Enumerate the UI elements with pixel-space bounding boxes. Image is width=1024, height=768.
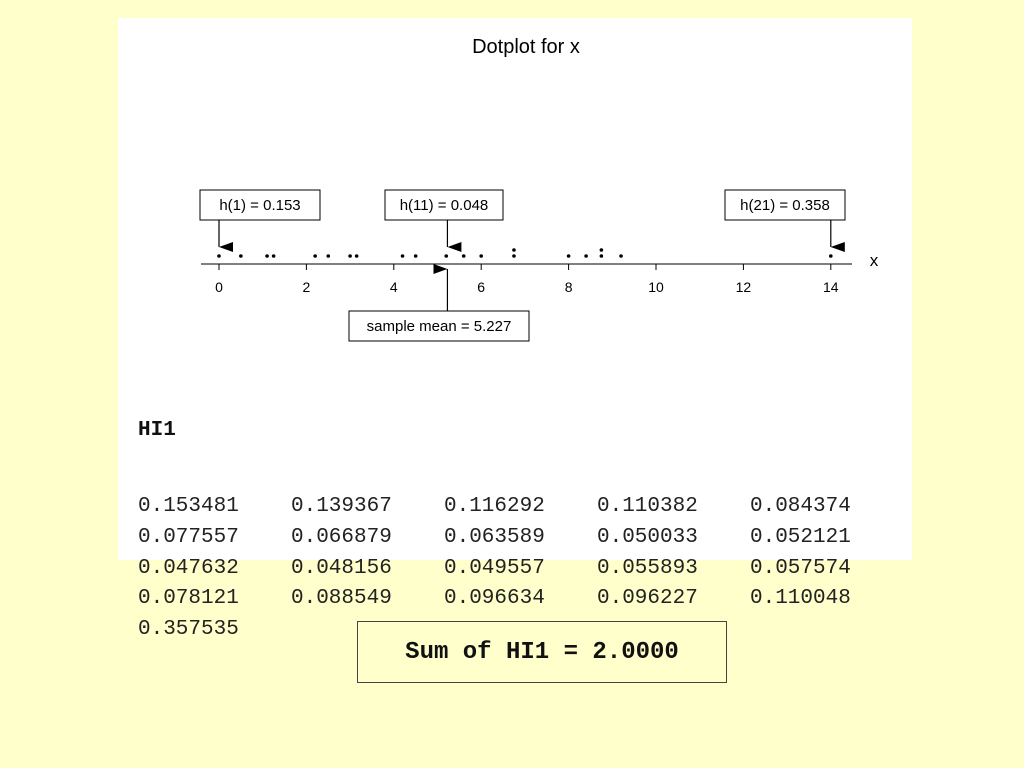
data-point bbox=[348, 254, 352, 258]
data-point bbox=[512, 254, 516, 258]
hi1-value: 0.084374 bbox=[750, 495, 851, 518]
hi1-value: 0.153481 bbox=[138, 495, 239, 518]
data-point bbox=[584, 254, 588, 258]
hi1-value: 0.088549 bbox=[291, 587, 392, 611]
hi1-row: 0.357535 bbox=[138, 615, 903, 646]
hi1-value: 0.116292 bbox=[444, 495, 545, 518]
hi1-value: 0.077557 bbox=[138, 525, 239, 549]
hi1-value: 0.052121 bbox=[750, 525, 851, 549]
hi1-value: 0.096634 bbox=[444, 587, 545, 611]
hi1-value: 0.110382 bbox=[597, 495, 698, 518]
data-point bbox=[271, 254, 276, 258]
annotation-box bbox=[348, 310, 530, 342]
data-point bbox=[265, 254, 269, 258]
hi1-values: 0.153481 0.139367 0.116292 0.110382 0.084374… bbox=[138, 492, 903, 646]
x-tick-label: 12 bbox=[736, 279, 752, 295]
data-point bbox=[444, 254, 449, 258]
data-point bbox=[619, 254, 623, 258]
hi1-value: 0.096227 bbox=[597, 587, 698, 611]
hi1-value: 0.055893 bbox=[597, 556, 698, 580]
hi1-title: HI1 bbox=[138, 419, 176, 442]
annotation-label: h(1) = 0.153 bbox=[219, 197, 300, 214]
hi1-value: 0.139367 bbox=[291, 495, 392, 518]
hi1-value: 0.047632 bbox=[138, 556, 239, 580]
hi1-value: 0.057574 bbox=[750, 556, 851, 580]
hi1-value: 0.049557 bbox=[444, 556, 545, 580]
data-point bbox=[829, 254, 833, 258]
annotation-box bbox=[384, 189, 504, 221]
hi1-value: 0.050033 bbox=[597, 525, 698, 549]
data-point bbox=[413, 254, 418, 258]
data-point bbox=[239, 254, 243, 258]
x-axis-label: x bbox=[870, 251, 879, 270]
data-point bbox=[217, 254, 221, 258]
x-tick-label: 6 bbox=[477, 279, 485, 295]
x-tick-label: 8 bbox=[565, 279, 573, 295]
annotation-label: h(21) = 0.358 bbox=[740, 197, 830, 214]
data-point bbox=[461, 254, 466, 258]
annotation-label: h(11) = 0.048 bbox=[400, 197, 489, 214]
dotplot-chart: Dotplot for x 0 2 4 6 8 10 12 14 x h(1) = 0.153 h(1… bbox=[199, 36, 879, 342]
chart-title: Dotplot for x bbox=[472, 36, 580, 58]
hi1-value: 0.063589 bbox=[444, 525, 545, 549]
data-point bbox=[400, 254, 405, 258]
hi1-row: 0.153481 0.139367 0.116292 0.110382 0.084374 bbox=[138, 492, 903, 523]
hi1-value: 0.078121 bbox=[138, 587, 239, 611]
hi1-value: 0.110048 bbox=[750, 587, 851, 611]
x-tick-label: 4 bbox=[390, 279, 398, 295]
hi1-value: 0.066879 bbox=[291, 525, 392, 549]
hi1-row: 0.077557 0.066879 0.063589 0.050033 0.052121 bbox=[138, 523, 903, 554]
data-point bbox=[354, 254, 359, 258]
hi1-row: 0.047632 0.048156 0.049557 0.055893 0.057574 bbox=[138, 554, 903, 585]
data-point bbox=[599, 248, 604, 252]
data-point bbox=[326, 254, 331, 258]
annotation-box bbox=[724, 189, 846, 221]
annotation-label: sample mean = 5.227 bbox=[367, 318, 512, 335]
x-tick-label: 0 bbox=[215, 279, 223, 295]
output-panel: Dotplot for x 0 2 4 6 8 10 12 14 x h(1) = 0.153 h(1… bbox=[118, 18, 912, 641]
data-point bbox=[479, 254, 484, 258]
hi1-value: 0.357535 bbox=[138, 618, 239, 642]
data-point bbox=[599, 254, 604, 258]
data-point bbox=[313, 254, 317, 258]
hi1-value: 0.048156 bbox=[291, 556, 392, 580]
hi1-row: 0.078121 0.088549 0.096634 0.096227 0.110048 bbox=[138, 584, 903, 615]
x-tick-label: 2 bbox=[303, 279, 311, 295]
sum-box: Sum of HI1 = 2.0000 bbox=[357, 621, 727, 683]
annotation-box bbox=[199, 189, 321, 221]
hi1-output: HI1 0.153481 0.139367 0.116292 0.110382 0.08… bbox=[138, 370, 903, 692]
data-point bbox=[566, 254, 571, 258]
x-tick-label: 10 bbox=[648, 279, 664, 295]
x-tick-label: 14 bbox=[823, 279, 839, 295]
sum-label: Sum of HI1 = 2.0000 bbox=[405, 638, 679, 666]
data-point bbox=[512, 248, 516, 252]
